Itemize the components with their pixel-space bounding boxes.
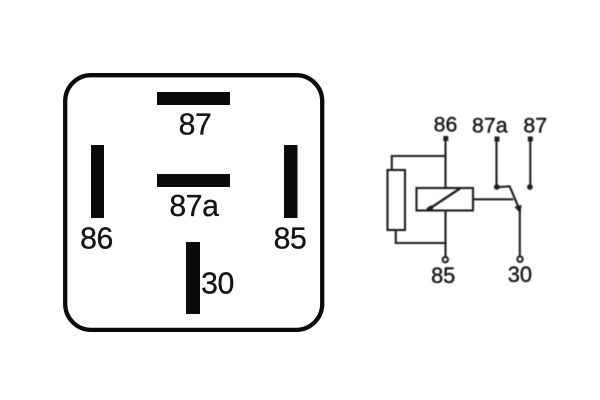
svg-text:86: 86 [80,223,113,256]
svg-text:87: 87 [523,113,547,137]
svg-text:30: 30 [201,268,234,301]
svg-text:30: 30 [508,262,532,287]
svg-text:85: 85 [274,223,307,256]
svg-text:86: 86 [434,112,458,136]
svg-text:85: 85 [431,263,455,288]
svg-text:87: 87 [179,109,212,142]
svg-text:87a: 87a [169,190,219,223]
svg-text:87a: 87a [472,113,508,137]
